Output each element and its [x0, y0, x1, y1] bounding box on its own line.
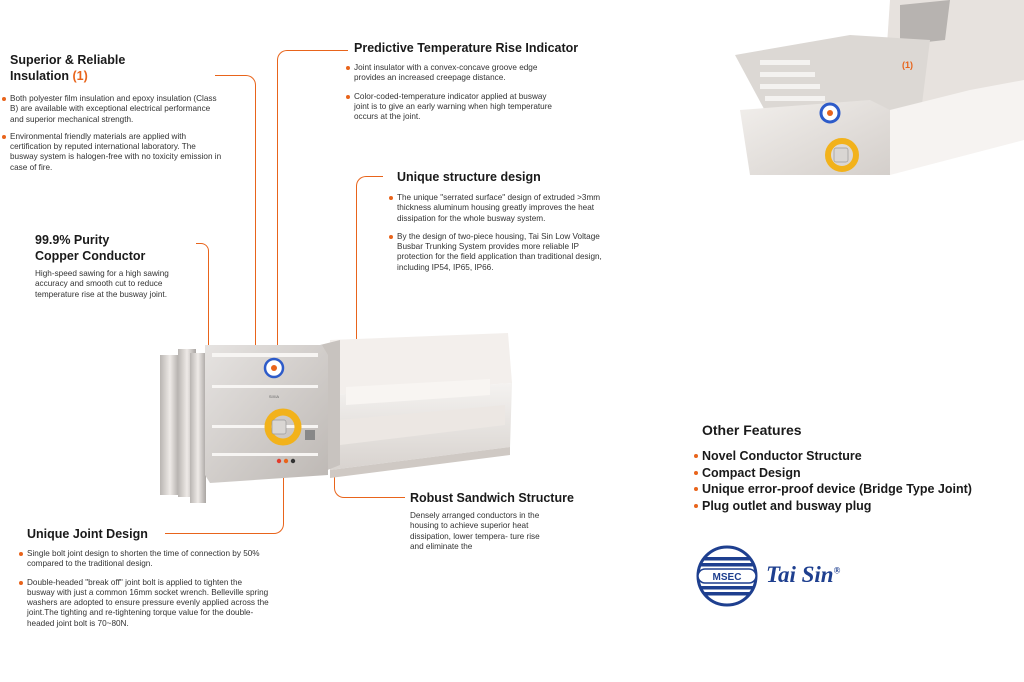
structure-bullet-2: By the design of two-piece housing, Tai … — [389, 232, 607, 273]
predictive-bullet-2: Color-coded-temperature indicator applie… — [346, 92, 554, 123]
sandwich-title: Robust Sandwich Structure — [410, 491, 574, 505]
logo-registered: ® — [833, 565, 841, 576]
copper-title: 99.9% Purity Copper Conductor — [35, 233, 205, 264]
structure-title: Unique structure design — [397, 170, 541, 184]
inset-busway-image: (1) — [735, 0, 1024, 175]
inset-ref-label: (1) — [902, 60, 913, 70]
sandwich-section: Robust Sandwich Structure Densely arrang… — [410, 491, 610, 552]
busway-illustration: SIXIA — [160, 333, 512, 503]
copper-body: High-speed sawing for a high sawing accu… — [35, 269, 169, 299]
other-features-title: Other Features — [702, 422, 802, 438]
structure-bullet-1: The unique "serrated surface" design of … — [389, 193, 622, 224]
leader-line-predictive — [277, 50, 348, 351]
feature-item-3: Unique error-proof device (Bridge Type J… — [694, 481, 1022, 498]
insulation-bullet-2: Environmental friendly materials are app… — [2, 132, 225, 173]
copper-title-line1: 99.9% Purity — [35, 233, 110, 247]
insulation-title-line1: Superior & Reliable — [10, 53, 126, 67]
feature-item-2: Compact Design — [694, 465, 1022, 482]
insulation-section: Superior & Reliable Insulation (1) Both … — [2, 53, 225, 173]
leader-line-copper — [196, 243, 209, 369]
predictive-section: Predictive Temperature Rise Indicator Jo… — [346, 41, 604, 123]
sandwich-body: Densely arranged conductors in the housi… — [410, 511, 540, 551]
joint-bullet-2: Double-headed "break off" joint bolt is … — [19, 578, 272, 629]
other-features-section: Other Features Novel Conductor Structure… — [694, 422, 1022, 515]
logo-brand: Tai Sin — [766, 562, 834, 587]
insulation-title: Superior & Reliable Insulation (1) — [10, 53, 225, 84]
feature-item-1: Novel Conductor Structure — [694, 448, 1022, 465]
leader-line-insulation — [215, 75, 256, 351]
logo-mark-text: MSEC — [713, 572, 742, 583]
joint-section: Unique Joint Design Single bolt joint de… — [19, 527, 277, 629]
busway-tag: SIXIA — [269, 394, 280, 399]
insulation-title-line2: Insulation — [10, 68, 70, 83]
joint-title: Unique Joint Design — [27, 527, 148, 541]
predictive-bullet-1: Joint insulator with a convex-concave gr… — [346, 63, 569, 84]
copper-title-line2: Copper Conductor — [35, 248, 146, 263]
structure-section: Unique structure design The unique "serr… — [389, 170, 622, 273]
logo-mark: MSEC — [696, 545, 758, 607]
leader-line-sandwich — [334, 470, 405, 498]
feature-item-4: Plug outlet and busway plug — [694, 498, 1022, 515]
tai-sin-logo: MSEC Tai Sin® — [696, 545, 876, 607]
insulation-bullet-1: Both polyester film insulation and epoxy… — [2, 94, 225, 125]
copper-section: 99.9% Purity Copper Conductor High-speed… — [35, 233, 205, 300]
joint-bullet-1: Single bolt joint design to shorten the … — [19, 549, 262, 570]
predictive-title: Predictive Temperature Rise Indicator — [354, 41, 579, 55]
insulation-ref: (1) — [72, 68, 88, 83]
